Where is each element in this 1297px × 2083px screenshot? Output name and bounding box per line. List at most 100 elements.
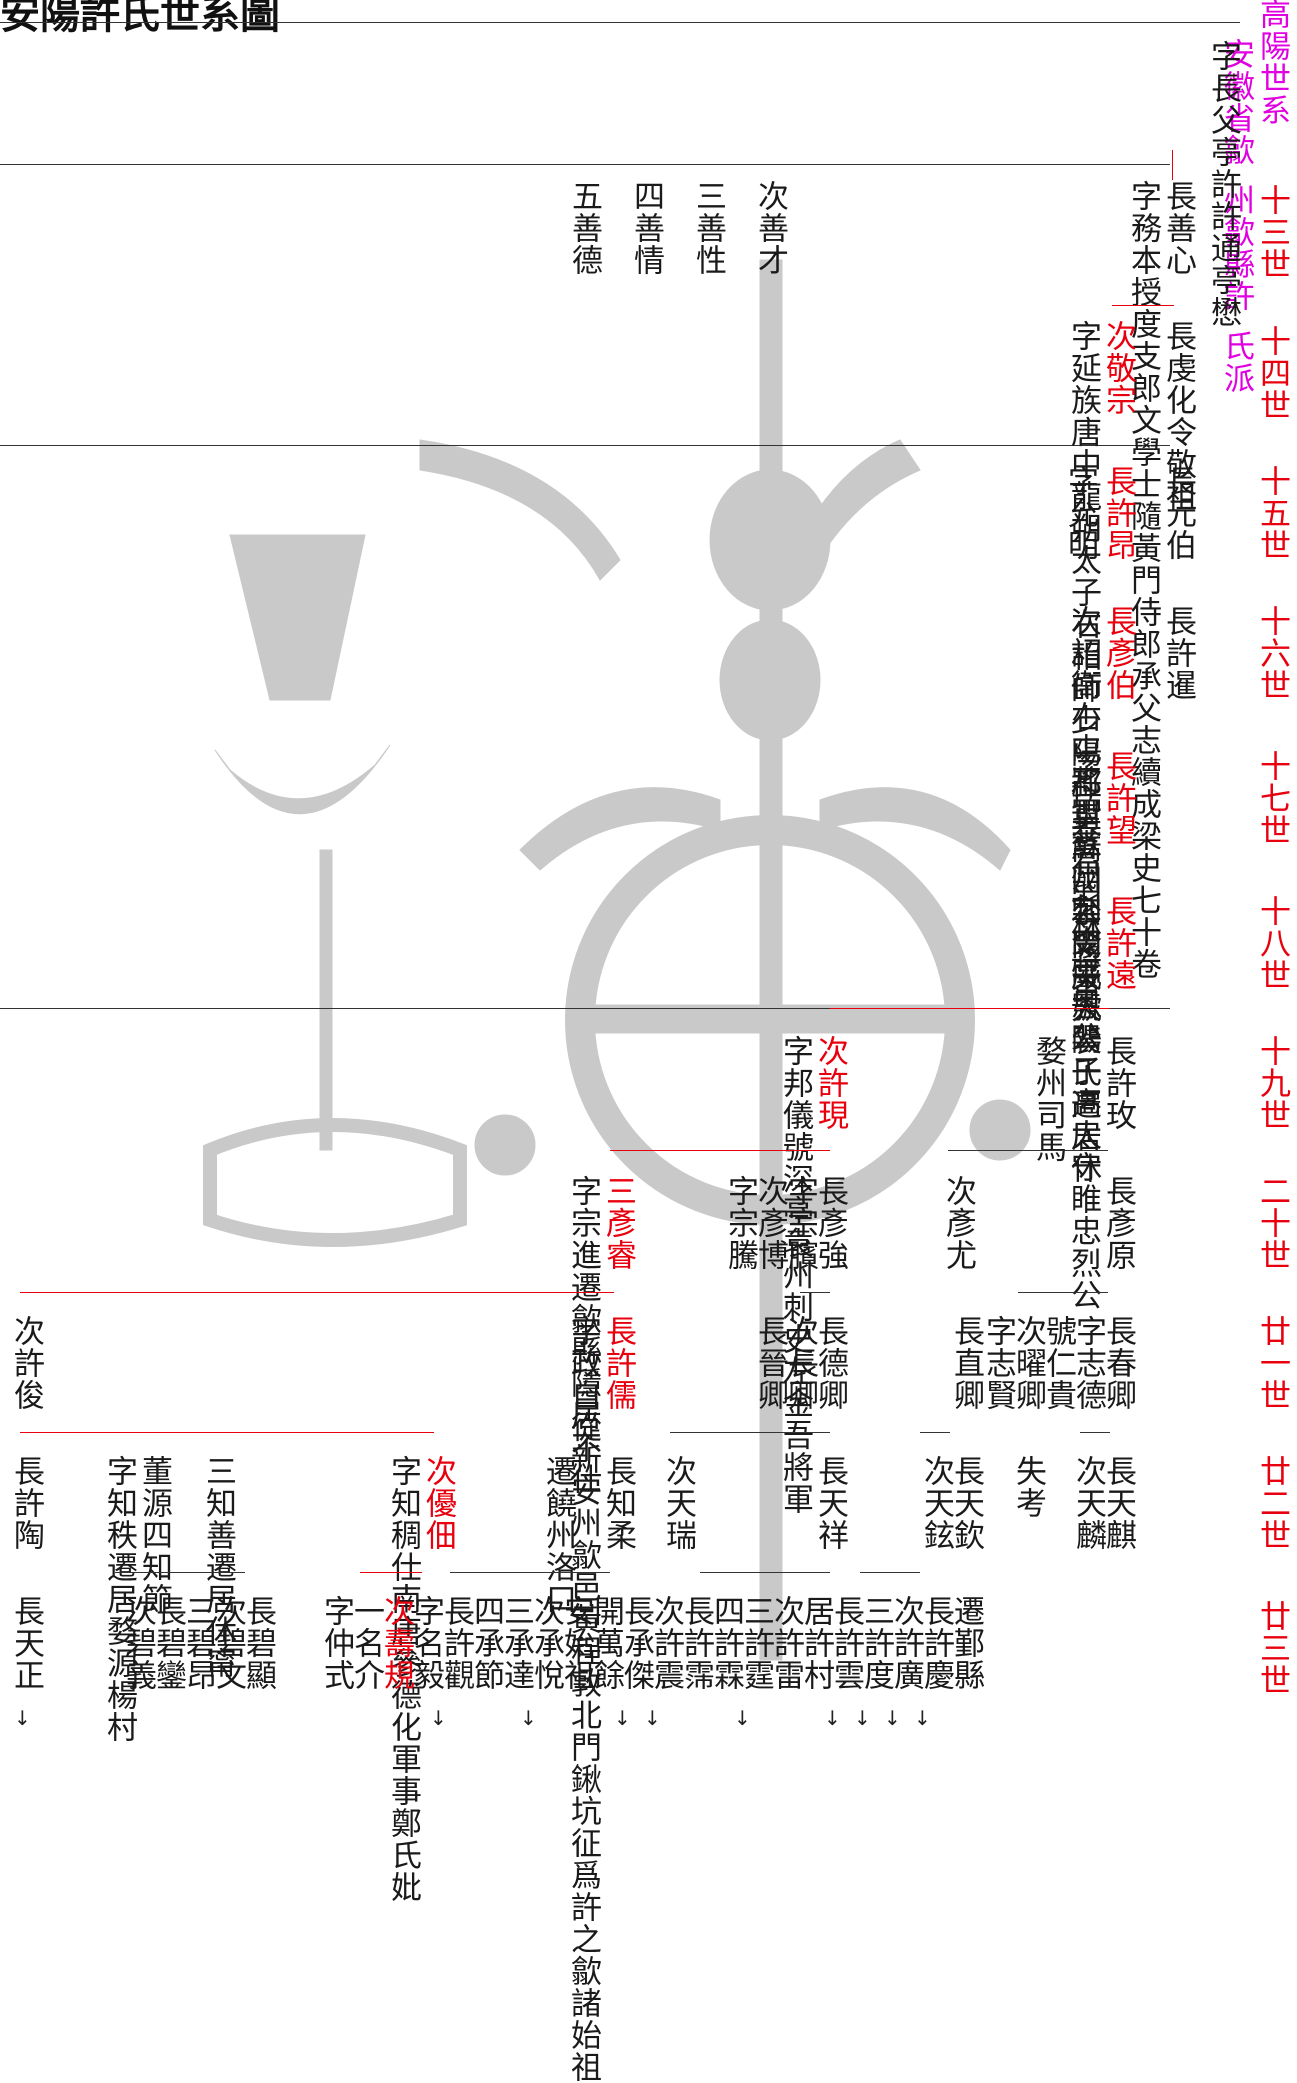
person-g20-c: 長彥強	[812, 1175, 848, 1271]
person-g22-l: 字知秩遷居婺源楊村	[101, 1455, 137, 1743]
generation-label: 十三世	[1254, 184, 1290, 280]
person-g22-i-desc: 字知稠仕南唐參德化軍事鄭氏妣	[385, 1455, 421, 1903]
person-g14-ci: 次敬宗	[1100, 320, 1136, 416]
person-g23-s: 字名毅	[408, 1595, 444, 1691]
person-g23-y: 三碧昂	[180, 1595, 216, 1691]
lineage-line	[920, 1432, 950, 1433]
person-g22-m: 長許陶	[8, 1455, 44, 1551]
person-g18: 長許遠	[1100, 895, 1136, 991]
person-g23-a: 遷鄞縣	[948, 1595, 984, 1691]
person-g23-i: 四許霖	[708, 1595, 744, 1691]
generation-label: 十八世	[1254, 895, 1290, 991]
continuation-arrow-icon: ↓	[854, 1706, 871, 1730]
lineage-line	[830, 1008, 1110, 1009]
lineage-line	[700, 1572, 830, 1573]
person-g13-chang-desc: 字務本授度支郎文學士隨黃門侍郎承父志續成梁史七十卷	[1125, 180, 1161, 980]
person-g21-j: 長許儒	[600, 1315, 636, 1411]
continuation-arrow-icon: ↓	[734, 1706, 751, 1730]
person-g13-ci: 次善才	[752, 180, 788, 276]
person-g21-b: 字志德	[1070, 1315, 1106, 1411]
person-g23-b: 長許慶	[918, 1595, 954, 1691]
header-col-c: 州歙縣許	[1218, 184, 1254, 312]
lineage-line	[20, 1292, 614, 1293]
person-g20-g: 三彥睿	[600, 1175, 636, 1271]
person-g12: 字長父亭許許通亭懋	[1205, 40, 1241, 328]
row-divider	[0, 445, 1170, 446]
generation-label: 廿一世	[1254, 1315, 1290, 1411]
person-g23-x: 次碧文	[210, 1595, 246, 1691]
person-g15-chang: 長元伯	[1160, 465, 1196, 561]
generation-label: 二十世	[1254, 1175, 1290, 1271]
person-g22-a: 長天麒	[1100, 1455, 1136, 1551]
lineage-line	[115, 1572, 245, 1573]
watermark-emblem	[203, 259, 1031, 1661]
person-g22-f: 長天祥	[812, 1455, 848, 1551]
generation-label: 廿二世	[1254, 1455, 1290, 1551]
person-g22-d: 長天欽	[948, 1455, 984, 1551]
person-g21-g: 長德卿	[812, 1315, 848, 1411]
continuation-arrow-icon: ↓	[824, 1706, 841, 1730]
person-g23-p: 三承達	[498, 1595, 534, 1691]
person-g21-e: 字志賢	[980, 1315, 1016, 1411]
person-g22-c: 失考	[1010, 1455, 1046, 1519]
person-g14-chang: 長虔化令敬祖	[1160, 320, 1196, 512]
lineage-line	[360, 1572, 422, 1573]
person-g13-san: 三善性	[690, 180, 726, 276]
header-col-d: 氏派	[1218, 330, 1254, 394]
lineage-line	[670, 1432, 830, 1433]
person-g19-a: 長許玫	[1100, 1035, 1136, 1131]
person-g14-ci-desc: 字延族唐中龍朔太子右相師少陽郡封高國公開夫人裴氏遷居休	[1065, 320, 1101, 1184]
person-g16-b-desc: 次詔衛右屯將軍蘇州刺史平恩公	[1065, 605, 1101, 1053]
person-g22-g: 次天瑞	[660, 1455, 696, 1551]
person-g23-ab: 長天正	[8, 1595, 44, 1691]
person-g21-j-desc: 字政自從新安州歙邑黃程敦北門鍬坑征爲許之歙諸始祖	[565, 1315, 601, 2083]
person-g16-b: 長彥伯	[1100, 605, 1136, 701]
person-g22-h-desc: 遷饒州洛口	[540, 1455, 576, 1615]
lineage-line	[450, 1572, 610, 1573]
person-g23-e: 長許雲	[828, 1595, 864, 1691]
person-g23-k: 次許震	[648, 1595, 684, 1691]
person-g23-z: 長碧鑾	[150, 1595, 186, 1691]
person-g15-ci: 長許昂	[1100, 465, 1136, 561]
lineage-line	[610, 1150, 830, 1151]
person-g23-aa: 次碧義	[120, 1595, 156, 1691]
person-g23-h: 三許霆	[738, 1595, 774, 1691]
lineage-line	[1172, 150, 1173, 180]
person-g22-k: 董源四知節	[136, 1455, 172, 1615]
lineage-line	[1080, 1432, 1110, 1433]
person-g23-r: 長許觀	[438, 1595, 474, 1691]
person-g22-j: 三知善遷居休甯	[200, 1455, 236, 1679]
person-g13-wu: 五善德	[566, 180, 602, 276]
generation-label: 十五世	[1254, 465, 1290, 561]
row-divider	[0, 1008, 1170, 1009]
person-g23-m: 開萬餘	[588, 1595, 624, 1691]
generation-label: 十六世	[1254, 605, 1290, 701]
person-g23-w: 長碧顯	[240, 1595, 276, 1691]
person-g20-a: 長彥原	[1100, 1175, 1136, 1271]
person-g23-u: 一名介	[348, 1595, 384, 1691]
person-g22-i: 次優佃	[420, 1455, 456, 1551]
person-g23-l: 長承傑	[618, 1595, 654, 1691]
person-g20-d: 字宗臏	[782, 1175, 818, 1271]
person-g23-q: 四承節	[468, 1595, 504, 1691]
person-g19-b-desc: 字邦儀號深亭袁州刺史左金吾將軍	[777, 1035, 813, 1515]
person-g21-k: 次許俊	[8, 1315, 44, 1411]
person-g13-si: 四善情	[628, 180, 664, 276]
person-g20-e: 次彥博	[752, 1175, 788, 1271]
row-divider	[0, 22, 1240, 23]
person-g23-t: 次壽規	[378, 1595, 414, 1691]
person-g23-d: 三許度	[858, 1595, 894, 1691]
person-g21-i: 長晉卿	[752, 1315, 788, 1411]
lineage-line	[20, 1432, 434, 1433]
generation-label: 十九世	[1254, 1035, 1290, 1131]
person-g23-o: 次承悅	[528, 1595, 564, 1691]
row-divider	[0, 164, 1170, 165]
person-g21-a: 長春卿	[1100, 1315, 1136, 1411]
lineage-line	[1018, 1292, 1108, 1293]
person-g23-f: 居許村	[798, 1595, 834, 1691]
person-g19-b: 次許現	[812, 1035, 848, 1131]
person-g19-a-desc: 婺州司馬	[1030, 1035, 1066, 1163]
header-col-a: 高陽世系	[1254, 0, 1290, 126]
person-g21-f: 長直卿	[948, 1315, 984, 1411]
person-g13-chang: 長善心	[1160, 180, 1196, 276]
